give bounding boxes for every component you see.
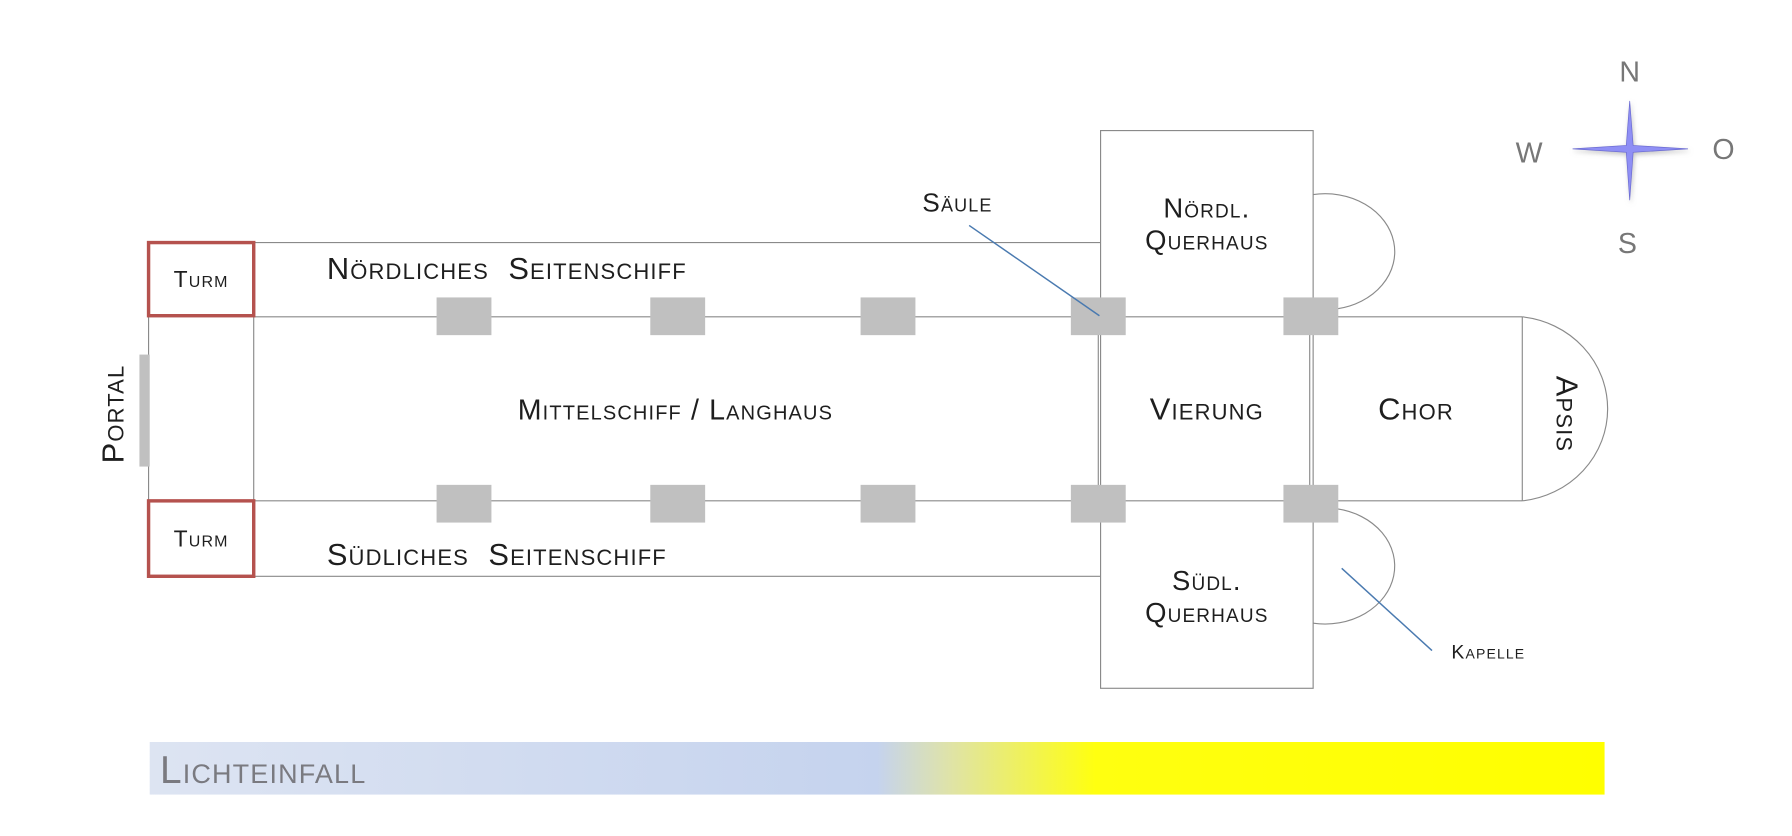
light-bar-label: Lichteinfall	[160, 749, 366, 792]
pillar	[1070, 484, 1126, 523]
compass-south: S	[1618, 228, 1637, 260]
compass-north: N	[1619, 56, 1640, 88]
pillar	[436, 484, 492, 523]
north-aisle-label: Nördliches Seitenschiff	[327, 251, 687, 286]
pillar	[650, 484, 706, 523]
choir-label: Chor	[1378, 392, 1454, 427]
crossing-label: Vierung	[1150, 392, 1264, 427]
pillar	[860, 297, 916, 336]
chapel-north-arc	[1313, 193, 1396, 310]
column-label: Säule	[922, 188, 992, 218]
pillars	[436, 297, 1339, 523]
tower-south-label: Turm	[174, 526, 229, 552]
pillar	[1283, 297, 1339, 336]
pillar	[436, 297, 492, 336]
north-transept-label-1: Nördl.	[1163, 192, 1250, 223]
south-aisle-label: Südliches Seitenschiff	[327, 537, 667, 572]
compass-east: O	[1712, 134, 1734, 166]
pillar	[1283, 484, 1339, 523]
portal-door	[139, 354, 150, 467]
compass-star-icon	[1572, 100, 1689, 201]
tower-north-label: Turm	[174, 266, 229, 292]
column-leader-line	[968, 224, 1100, 317]
tower-south	[146, 499, 256, 578]
compass-rose: N S W O	[1516, 56, 1735, 259]
south-transept-label-2: Querhaus	[1145, 597, 1268, 628]
chapel-label: Kapelle	[1451, 642, 1525, 664]
north-transept-label-2: Querhaus	[1145, 224, 1268, 255]
portal-label: Portal	[95, 365, 130, 464]
apse-label: Apsis	[1550, 376, 1585, 452]
chapel-south-arc	[1313, 508, 1396, 625]
tower-north	[146, 240, 256, 318]
pillar	[1070, 297, 1126, 336]
nave-label: Mittelschiff / Langhaus	[518, 395, 833, 427]
transept	[1100, 130, 1314, 689]
compass-west: W	[1516, 138, 1543, 170]
pillar	[860, 484, 916, 523]
south-transept-label-1: Südl.	[1172, 565, 1242, 596]
chapel-leader-line	[1341, 567, 1433, 652]
pillar	[650, 297, 706, 336]
light-gradient-bar	[149, 742, 1605, 795]
apse-arc	[1522, 316, 1609, 502]
